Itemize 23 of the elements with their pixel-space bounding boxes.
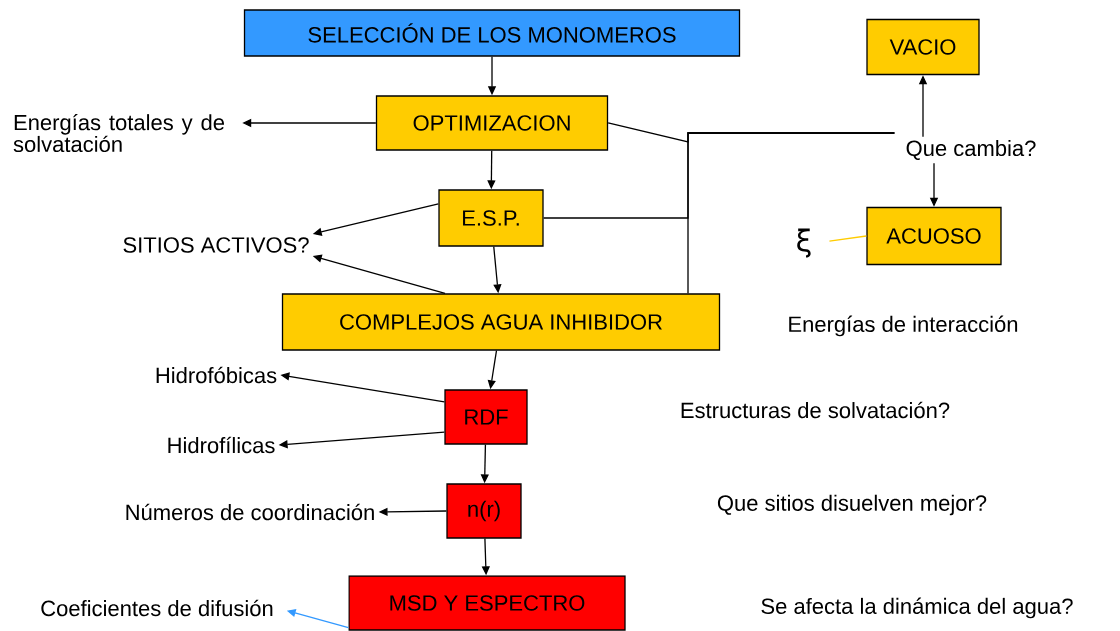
result-text: Hidrofóbicas <box>156 366 277 384</box>
process-box: MSD Y ESPECTRO <box>348 575 626 631</box>
process-box: n(r) <box>446 483 522 539</box>
symbol-text: ξ <box>797 228 811 258</box>
question-text: Energías de interacción <box>789 315 1018 337</box>
connector-line <box>687 132 896 294</box>
question-text: Que sitios disuelven mejor? <box>717 494 987 516</box>
process-box: E.S.P. <box>438 189 544 247</box>
question-text: Que cambia? <box>906 139 1036 161</box>
process-box: SELECCIÓN DE LOS MONOMEROS <box>243 9 741 57</box>
question-text: Estructuras de solvatación? <box>681 401 950 419</box>
connector-line <box>828 235 867 242</box>
process-box: ACUOSO <box>866 206 1002 266</box>
result-text: Hidrofílicas <box>168 436 275 454</box>
process-box: RDF <box>444 389 528 445</box>
result-text: Coeficientes de difusión <box>41 599 273 617</box>
result-text: SITIOS ACTIVOS? <box>123 237 309 253</box>
result-text: Energías totales y de solvatación <box>13 113 225 153</box>
process-box: COMPLEJOS AGUA INHIBIDOR <box>281 293 721 351</box>
question-text: Se afecta la dinámica del agua? <box>761 597 1073 619</box>
process-box: OPTIMIZACION <box>375 95 609 151</box>
process-box: VACIO <box>866 18 980 76</box>
result-text: Números de coordinación <box>126 503 374 521</box>
